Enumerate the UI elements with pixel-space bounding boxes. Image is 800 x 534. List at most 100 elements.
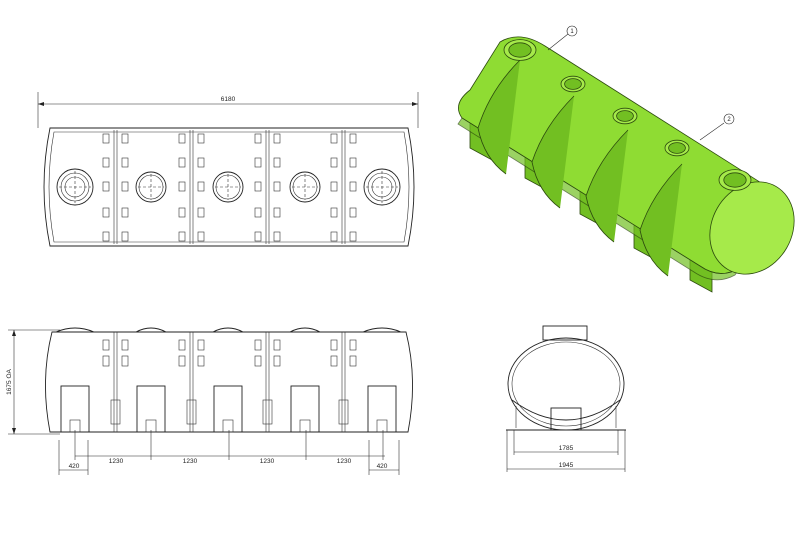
lug	[178, 339, 186, 351]
strap-clamp	[186, 399, 197, 425]
lug	[121, 339, 129, 351]
manway-circle	[56, 168, 94, 206]
lug	[197, 339, 205, 351]
lug	[102, 231, 110, 242]
side-straps	[102, 332, 357, 432]
lug	[254, 181, 262, 192]
foot-pad	[376, 419, 388, 433]
manway-boss	[55, 327, 95, 333]
tank-side-outline	[45, 331, 413, 433]
manway-boss	[362, 327, 402, 333]
strap-clamp	[262, 399, 273, 425]
manway-boss	[289, 327, 321, 333]
lug	[349, 181, 357, 192]
spacing-4: 1230	[337, 458, 352, 465]
callout-2: 2	[699, 113, 735, 141]
callout-1: 1	[547, 25, 578, 51]
top-lugs	[102, 133, 357, 242]
strap	[477, 59, 521, 175]
lug	[349, 231, 357, 242]
lug	[102, 207, 110, 218]
tank-top-outline	[43, 127, 415, 247]
top-view: 6180	[37, 92, 419, 247]
callout-1-label: 1	[570, 29, 574, 35]
lug	[349, 133, 357, 144]
strap-clamp	[110, 399, 121, 425]
lug	[273, 355, 281, 367]
tank-end-outline	[507, 337, 625, 431]
foot-pad	[299, 419, 311, 433]
lug	[121, 231, 129, 242]
spacing-3: 1230	[260, 458, 275, 465]
lug	[178, 207, 186, 218]
lug	[349, 339, 357, 351]
lug	[197, 157, 205, 168]
iso-manway-opening	[508, 42, 532, 58]
strap	[639, 163, 683, 277]
lug	[254, 133, 262, 144]
foot	[290, 385, 320, 433]
manway-circle	[363, 168, 401, 206]
lug	[330, 133, 338, 144]
side-view: 1675 OA 420 1230 1230 1230 1230 420	[6, 327, 413, 475]
spacing-1: 1230	[109, 458, 124, 465]
foot	[60, 385, 90, 433]
iso-manway-opening	[564, 78, 582, 90]
foot	[136, 385, 166, 433]
lug	[330, 339, 338, 351]
lug	[349, 157, 357, 168]
lug	[254, 157, 262, 168]
isometric-tank-render: 1 2	[457, 25, 795, 293]
manways	[56, 168, 401, 206]
height-dimension: 1675 OA	[6, 329, 60, 435]
top-straps	[113, 130, 346, 244]
spacing-2: 1230	[183, 458, 198, 465]
foot	[367, 385, 397, 433]
lug	[121, 157, 129, 168]
strap-clamp	[338, 399, 349, 425]
iso-manway-opening	[668, 142, 686, 154]
foot-pad	[222, 419, 234, 433]
overall-length-dimension: 6180	[37, 92, 419, 128]
lug	[330, 181, 338, 192]
lug	[330, 231, 338, 242]
lug	[197, 133, 205, 144]
manway-bosses	[55, 327, 402, 333]
lug	[197, 355, 205, 367]
lug	[254, 207, 262, 218]
lug	[102, 355, 110, 367]
lug	[121, 133, 129, 144]
strap	[585, 129, 629, 243]
lug	[197, 231, 205, 242]
inner-width-label: 1785	[559, 445, 574, 452]
end-spacing-right: 420	[377, 463, 388, 470]
outer-width-label: 1945	[559, 462, 574, 469]
manway-boss	[135, 327, 167, 333]
lug	[349, 207, 357, 218]
height-label: 1675 OA	[6, 369, 13, 395]
spacing-dimensions: 420 1230 1230 1230 1230 420	[58, 430, 400, 475]
lug	[197, 181, 205, 192]
end-view: 1785 1945	[506, 325, 626, 472]
iso-manway-opening	[616, 110, 634, 122]
lug	[178, 133, 186, 144]
lug	[178, 355, 186, 367]
lug	[102, 157, 110, 168]
manway-circle	[212, 171, 244, 203]
tank-end-cap	[709, 181, 795, 275]
lug	[330, 157, 338, 168]
strap	[531, 95, 575, 209]
lug	[273, 339, 281, 351]
lug	[178, 157, 186, 168]
iso-manway-opening	[723, 172, 747, 188]
lug	[273, 157, 281, 168]
lug	[121, 355, 129, 367]
lug	[330, 355, 338, 367]
lug	[102, 339, 110, 351]
lug	[273, 181, 281, 192]
lug	[254, 231, 262, 242]
callout-2-label: 2	[727, 117, 731, 123]
manway-boss	[212, 327, 244, 333]
iso-straps	[477, 59, 683, 277]
